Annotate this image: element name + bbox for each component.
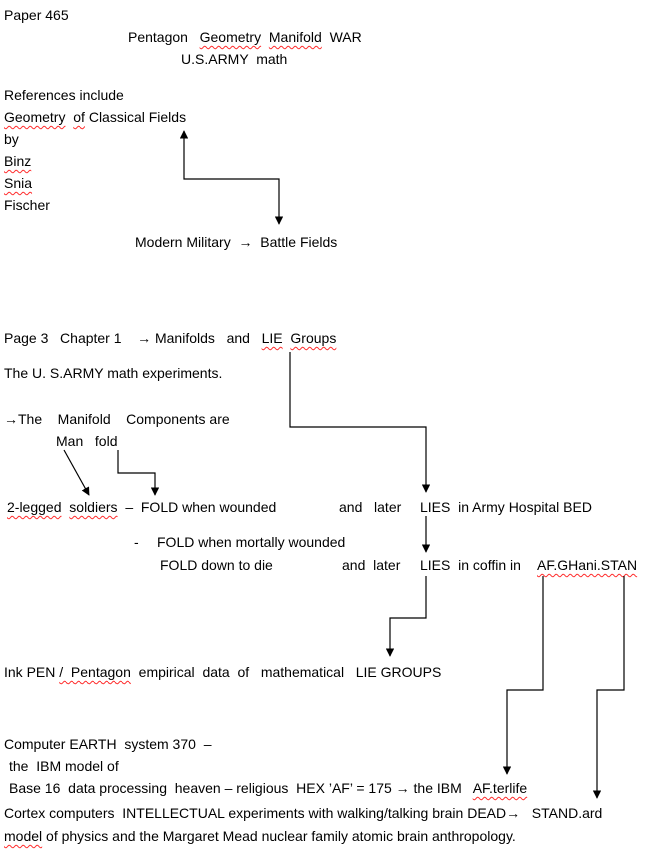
man-fold-line: Man fold	[56, 433, 117, 449]
author-name: Fischer	[4, 197, 50, 213]
pentagon-word: / Pentagon	[59, 664, 131, 680]
connector-arrow	[179, 130, 284, 225]
connector-arrow	[63, 449, 90, 496]
man-word: Man	[56, 433, 84, 449]
title-word: Geometry	[199, 29, 262, 45]
right-arrow-icon: →	[137, 330, 152, 346]
empirical-data-text: empirical data of mathematical LIE GROUP…	[138, 664, 442, 680]
and-later-text: and later	[339, 499, 402, 515]
fold-word: fold	[94, 433, 118, 449]
book-title-word: Classical Fields	[88, 109, 187, 125]
document-title: Pentagon Geometry Manifold WAR	[128, 29, 362, 45]
base16-line: Base 16 data processing heaven – religio…	[9, 780, 527, 796]
groups-word: Groups	[290, 330, 337, 346]
and-later-text: and later	[342, 557, 401, 573]
model-word: model	[4, 828, 43, 844]
author-name: Snia	[4, 175, 33, 191]
references-by: by	[4, 131, 19, 147]
right-arrow-icon: →	[238, 234, 253, 250]
book-title-word: of	[73, 109, 85, 125]
title-word: WAR	[329, 29, 362, 45]
book-title-word: Geometry	[4, 109, 66, 125]
author-name: Binz	[4, 153, 32, 169]
lies-hospital-text: LIES in Army Hospital BED	[420, 499, 592, 515]
modern-military-text: Modern Military	[135, 234, 231, 250]
list-dash: -	[134, 534, 139, 550]
afterlife-word: AF.terlife	[472, 780, 528, 796]
computer-earth-line: Computer EARTH system 370 –	[4, 736, 212, 752]
connector-arrow	[502, 576, 544, 775]
cortex-line: Cortex computers INTELLECTUAL experiment…	[4, 805, 602, 821]
ibm-text: the IBM	[413, 780, 462, 796]
right-arrow-icon: →	[4, 411, 18, 427]
document-subtitle: U.S.ARMY math	[181, 51, 288, 67]
model-physics-line: model of physics and the Margaret Mead n…	[4, 828, 516, 844]
soldiers-word: 2-legged	[7, 499, 62, 515]
ibm-model-line: the IBM model of	[9, 758, 119, 774]
chapter-topic-text: Manifolds and	[154, 330, 250, 346]
connector-arrow	[592, 576, 625, 799]
paper-number: Paper 465	[4, 7, 69, 23]
components-line: →The Manifold Components are	[4, 411, 230, 427]
physics-text: of physics and the Margaret Mead nuclear…	[46, 828, 516, 844]
chapter-page-text: Page 3 Chapter 1	[4, 330, 122, 346]
title-word: Pentagon	[128, 29, 188, 45]
base16-text: Base 16 data processing heaven – religio…	[9, 780, 392, 796]
right-arrow-icon: →	[395, 780, 410, 796]
battle-fields-text: Battle Fields	[260, 234, 338, 250]
components-text: The Manifold Components are	[18, 411, 230, 427]
experiments-line: The U. S.ARMY math experiments.	[4, 365, 223, 381]
chapter-line: Page 3 Chapter 1 → Manifolds and LIE Gro…	[4, 330, 336, 346]
standard-word: STAND.ard	[531, 805, 603, 821]
connector-arrow	[385, 576, 427, 657]
right-arrow-icon: →	[506, 805, 521, 821]
reference-book-title: Geometry of Classical Fields	[4, 109, 186, 125]
ink-pen-text: Ink PEN	[4, 664, 56, 680]
modern-military-line: Modern Military → Battle Fields	[135, 234, 337, 250]
ink-pen-line: Ink PEN / Pentagon empirical data of mat…	[4, 664, 441, 680]
lies-coffin-text: LIES in coffin in	[420, 557, 521, 573]
soldiers-line: 2-legged soldiers – FOLD when wounded	[7, 499, 276, 515]
connector-arrow	[117, 450, 160, 496]
lie-word: LIE	[261, 330, 283, 346]
title-word: Manifold	[268, 29, 322, 45]
references-intro: References include	[4, 87, 124, 103]
cortex-text: Cortex computers INTELLECTUAL experiment…	[4, 805, 507, 821]
afghanistan-word: AF.GHani.STAN	[537, 557, 638, 573]
fold-down-text: FOLD down to die	[160, 557, 273, 573]
soldiers-word: soldiers	[69, 499, 118, 515]
connector-arrow	[289, 352, 431, 493]
fold-wounded-text: – FOLD when wounded	[125, 499, 277, 515]
fold-mortally-text: FOLD when mortally wounded	[157, 534, 346, 550]
